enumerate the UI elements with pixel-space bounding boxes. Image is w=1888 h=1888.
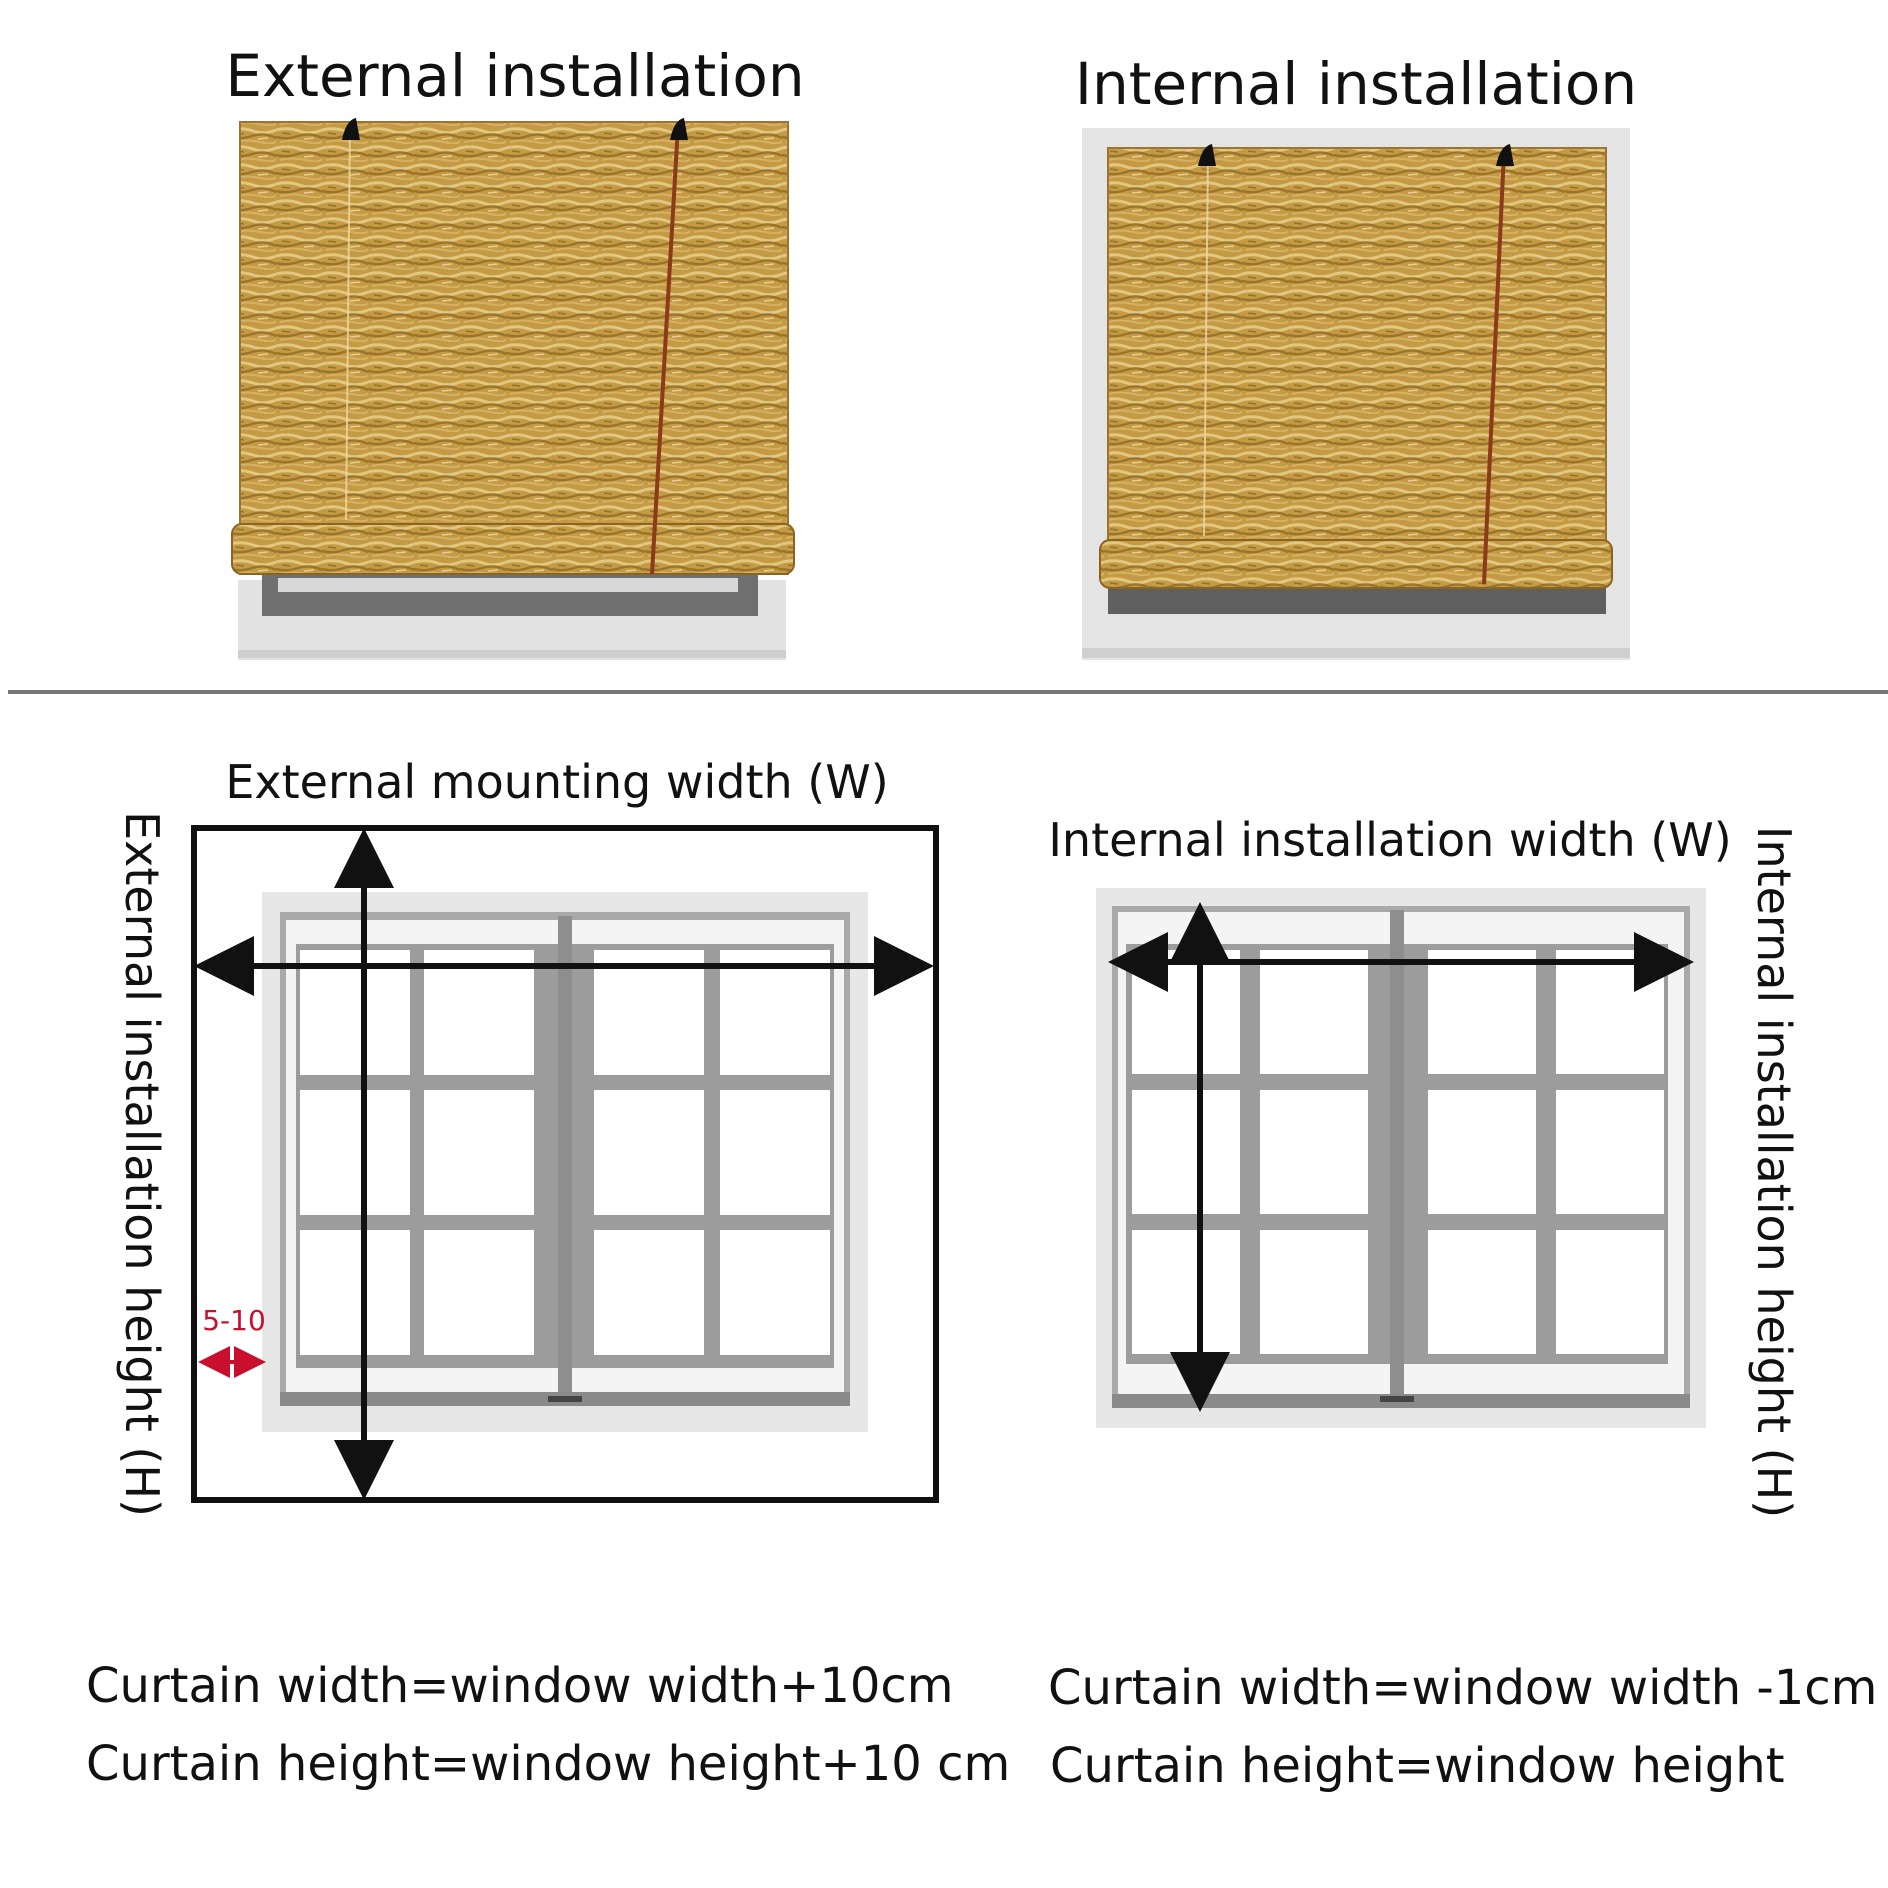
straw-blind [240,122,788,574]
external-height-formula: Curtain height=window height+10 cm [86,1736,1010,1792]
straw-blind [1108,148,1606,584]
internal-height-label: Internal installation height (H) [1747,826,1801,1518]
external-installation-title: External installation [225,42,804,110]
blind-hook-right [1496,144,1514,166]
blind-hook-left [342,118,360,140]
blind-hook-right [670,118,688,140]
external-blind-illustration [231,118,795,660]
external-width-formula: Curtain width=window width+10cm [86,1658,954,1714]
blind-roll [1099,539,1613,589]
external-mounting-box [191,825,939,1503]
external-width-label: External mounting width (W) [225,755,888,809]
internal-blind-illustration [1082,128,1630,660]
external-window-illustration [262,892,868,1432]
blind-cord [1482,151,1506,585]
gap-label: 5-10 [202,1304,266,1337]
blind-hook-left [1198,144,1216,166]
internal-width-formula: Curtain width=window width -1cm [1048,1660,1877,1716]
internal-width-label: Internal installation width (W) [1048,813,1731,867]
internal-window-illustration [1096,888,1706,1428]
blind-cord [650,125,680,575]
blind-roll [231,523,795,575]
internal-height-formula: Curtain height=window height [1050,1738,1785,1794]
internal-installation-title: Internal installation [1075,50,1637,118]
external-height-label: External installation height (H) [115,811,169,1517]
